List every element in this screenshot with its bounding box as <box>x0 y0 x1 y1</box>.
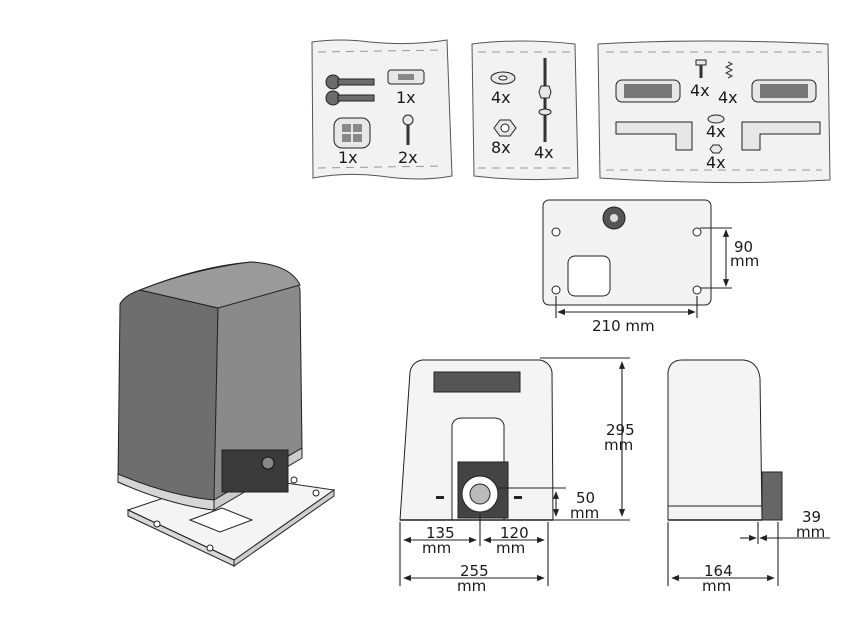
dim-unit: mm <box>496 539 525 557</box>
nut-qty: 4x <box>706 153 726 172</box>
washer-qty: 4x <box>491 88 511 107</box>
dimension-164mm: 164 mm <box>667 522 779 595</box>
threaded-bolt-icon <box>538 58 552 142</box>
dim-unit: mm <box>604 436 633 454</box>
dimension-210mm: 210 mm <box>555 296 698 335</box>
nut-qty: 8x <box>491 138 511 157</box>
accessory-bag-1: 1x 1x 2x <box>311 39 453 180</box>
nut-icon <box>493 119 517 137</box>
dim-unit: mm <box>702 577 731 595</box>
bracket-qty: 1x <box>396 88 416 107</box>
screw-icon <box>402 114 414 145</box>
dim-value: 39 <box>802 508 821 526</box>
dim-value: 255 <box>460 562 489 580</box>
accessory-bag-3: 4x 4x 4x 4x <box>597 40 831 184</box>
screw-qty: 2x <box>398 148 418 167</box>
screw-qty: 4x <box>690 81 710 100</box>
washer-icon <box>707 114 725 124</box>
spring-washer-icon <box>724 61 734 79</box>
dimension-295mm: 295 mm <box>540 357 635 521</box>
dimension-135mm: 135 mm <box>399 514 481 586</box>
dimension-90mm: 90 mm <box>700 227 759 289</box>
dimension-120mm: 120 mm <box>483 522 549 586</box>
dim-label: 210 mm <box>592 317 655 335</box>
bracket-icon <box>387 69 425 85</box>
remote-control-icon <box>333 117 371 149</box>
washer-qty: 4x <box>706 122 726 141</box>
dim-unit: mm <box>730 252 759 270</box>
washer-icon <box>490 71 516 85</box>
dim-unit: mm <box>422 539 451 557</box>
screw-icon <box>695 59 707 78</box>
dim-value: 135 <box>426 524 455 542</box>
dim-value: 50 <box>576 489 595 507</box>
gate-motor-illustration <box>117 261 336 567</box>
dimension-255mm: 255 mm <box>403 562 545 595</box>
angle-bracket-icon <box>615 121 821 151</box>
motor-front-view <box>399 359 554 521</box>
keys-icon <box>325 74 375 106</box>
dim-unit: mm <box>796 523 825 541</box>
spring-washer-qty: 4x <box>718 88 738 107</box>
dim-value: 90 <box>734 238 753 256</box>
rack-bracket-icon <box>615 79 817 103</box>
dim-value: 164 <box>704 562 733 580</box>
remote-qty: 1x <box>338 148 358 167</box>
dim-value: 295 <box>606 421 635 439</box>
dim-unit: mm <box>570 504 599 522</box>
base-plate-top-view <box>542 199 712 306</box>
dimension-39mm: 39 mm <box>740 508 830 544</box>
bolt-qty: 4x <box>534 143 554 162</box>
motor-side-view <box>667 359 783 521</box>
nut-icon <box>709 144 723 154</box>
accessory-bag-2: 4x 8x 4x <box>471 40 579 181</box>
dimension-50mm: 50 mm <box>498 487 599 522</box>
dim-value: 120 <box>500 524 529 542</box>
dim-unit: mm <box>457 577 486 595</box>
